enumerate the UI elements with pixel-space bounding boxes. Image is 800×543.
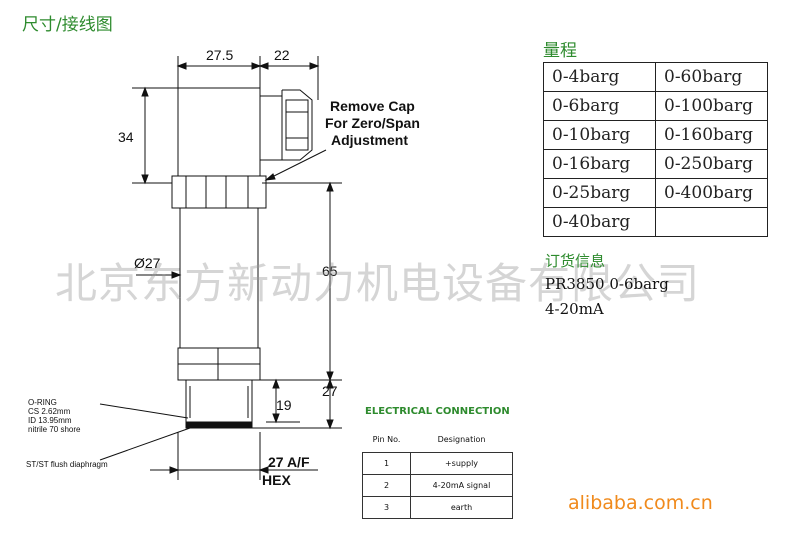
cap-note-line3: Adjustment (331, 132, 408, 148)
range-cell: 0-400barg (655, 178, 768, 208)
pin-table: Pin No. Designation 1 +supply 2 4-20mA s… (362, 428, 513, 519)
pin-designation: 4-20mA signal (410, 473, 513, 497)
pin-number: 3 (362, 495, 411, 519)
pin-designation: earth (410, 495, 513, 519)
table-row: 3 earth (362, 495, 513, 519)
pin-number: 1 (362, 451, 411, 475)
company-watermark: 北京东方新动力机电设备有限公司 (55, 259, 701, 308)
cap-note-line1: Remove Cap (330, 98, 415, 114)
dim-22: 22 (274, 47, 290, 63)
range-cell: 0-60barg (655, 62, 768, 92)
order-model: PR3850 0-6barg (545, 275, 669, 293)
range-cell: 0-25barg (543, 178, 656, 208)
table-row: 0-4barg 0-60barg (543, 62, 768, 92)
range-cell: 0-160barg (655, 120, 768, 150)
range-cell: 0-250barg (655, 149, 768, 179)
col-designation-header: Designation (437, 435, 486, 445)
table-row: 0-25barg 0-400barg (543, 178, 768, 208)
range-cell: 0-16barg (543, 149, 656, 179)
oring-line3: ID 13.95mm (28, 416, 72, 425)
pin-designation: +supply (410, 451, 513, 475)
range-cell: 0-10barg (543, 120, 656, 150)
table-row: 0-40barg (543, 207, 768, 237)
table-row: 0-16barg 0-250barg (543, 149, 768, 179)
range-table: 0-4barg 0-60barg 0-6barg 0-100barg 0-10b… (543, 62, 768, 237)
table-row: 0-10barg 0-160barg (543, 120, 768, 150)
range-cell: 0-4barg (543, 62, 656, 92)
oring-line1: O-RING (28, 398, 57, 407)
table-header-row: Pin No. Designation (363, 428, 513, 452)
order-output: 4-20mA (545, 300, 604, 318)
pin-number: 2 (362, 473, 411, 497)
dim-27-5: 27.5 (206, 47, 233, 63)
oring-label: O-RING CS 2.62mm ID 13.95mm nitrile 70 s… (28, 398, 80, 434)
page-title: 尺寸/接线图 (22, 15, 113, 35)
range-cell: 0-40barg (543, 207, 656, 237)
order-heading: 订货信息 (545, 252, 606, 270)
oring-line4: nitrile 70 shore (28, 425, 81, 434)
dim-diameter: Ø27 (134, 255, 161, 271)
cap-note-line2: For Zero/Span (325, 115, 420, 131)
dim-hex-label: HEX (262, 472, 291, 488)
electrical-heading: ELECTRICAL CONNECTION (365, 406, 510, 417)
range-cell: 0-100barg (655, 91, 768, 121)
table-row: 0-6barg 0-100barg (543, 91, 768, 121)
diaphragm-label: ST/ST flush diaphragm (26, 460, 108, 469)
range-cell (655, 207, 768, 237)
oring-line2: CS 2.62mm (28, 407, 71, 416)
dim-19: 19 (276, 397, 292, 413)
table-row: 2 4-20mA signal (362, 473, 513, 497)
col-pin-header: Pin No. (372, 435, 401, 445)
dim-27: 27 (322, 383, 338, 399)
range-heading: 量程 (543, 41, 577, 61)
dim-65: 65 (322, 263, 338, 279)
range-cell: 0-6barg (543, 91, 656, 121)
dim-34: 34 (118, 129, 134, 145)
dim-hex-af: 27 A/F (268, 454, 310, 470)
table-row: 1 +supply (362, 451, 513, 475)
site-watermark: alibaba.com.cn (568, 492, 713, 514)
dimension-drawing: 27.5 22 34 Ø27 65 27 19 27 A/F HEX Remov… (99, 47, 420, 488)
